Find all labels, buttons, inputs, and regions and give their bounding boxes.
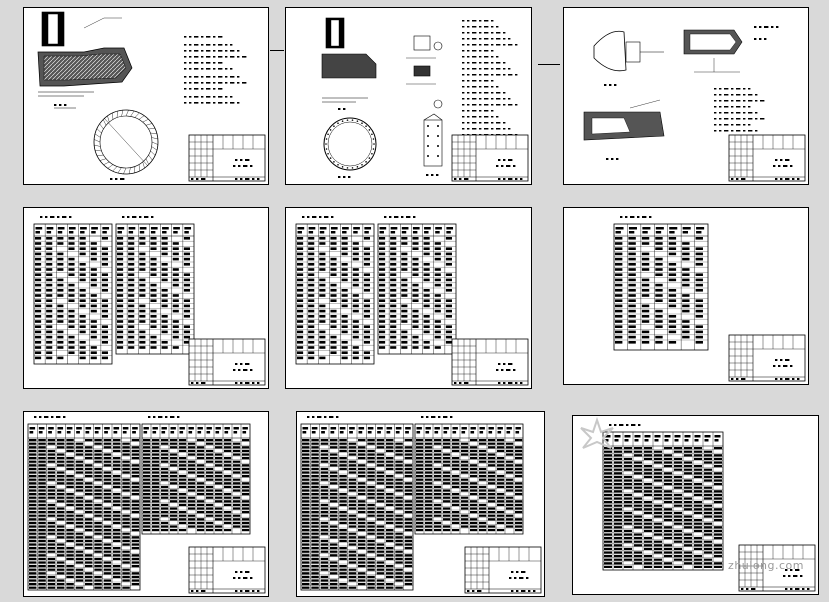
drawing-sheet-2[interactable] bbox=[285, 7, 532, 185]
drawing-sheet-1[interactable] bbox=[23, 7, 269, 185]
drawing-sheet-3[interactable] bbox=[563, 7, 809, 185]
watermark-text: zhulong.com bbox=[728, 559, 804, 572]
joint-detail bbox=[321, 17, 377, 110]
s9-table-1 bbox=[602, 424, 724, 571]
drawing-sheet-5[interactable] bbox=[285, 207, 532, 389]
bottom-connection bbox=[583, 99, 665, 160]
sheet-2-drawing bbox=[321, 17, 529, 182]
joint-section bbox=[683, 26, 779, 73]
s8-title-block bbox=[464, 546, 542, 594]
drawing-sheet-8[interactable] bbox=[296, 411, 545, 597]
drawing-sheet-4[interactable] bbox=[23, 207, 269, 389]
sheet-link-arrow-2 bbox=[538, 64, 560, 65]
sheet-3-drawing bbox=[583, 26, 806, 182]
s4-table-1 bbox=[33, 216, 113, 365]
s9-title-block bbox=[738, 544, 816, 592]
detail-callouts bbox=[406, 35, 443, 109]
s6-drawing bbox=[613, 216, 806, 382]
s8-table-1 bbox=[300, 416, 414, 591]
drawing-sheet-7[interactable] bbox=[23, 411, 269, 597]
notes-text bbox=[714, 88, 765, 132]
sheet-1-drawing bbox=[37, 11, 266, 182]
sheet-link-arrow-1 bbox=[270, 50, 284, 51]
plug-detail bbox=[593, 30, 664, 86]
pipe-ring-section bbox=[323, 117, 377, 178]
s5-title-block bbox=[451, 338, 529, 386]
s5-table-2 bbox=[377, 216, 457, 355]
s7-table-1 bbox=[27, 416, 141, 591]
s4-table-2 bbox=[115, 216, 195, 355]
s7-drawing bbox=[27, 416, 266, 594]
title-block-sheet-2 bbox=[451, 134, 529, 182]
notes-text bbox=[462, 20, 518, 136]
s8-table-2 bbox=[414, 416, 524, 535]
drawing-sheet-9[interactable]: zhulong.com bbox=[572, 415, 819, 595]
s7-table-2 bbox=[141, 416, 251, 535]
s4-title-block bbox=[188, 338, 266, 386]
s7-title-block bbox=[188, 546, 266, 594]
title-block-sheet-3 bbox=[728, 134, 806, 182]
s8-drawing bbox=[300, 416, 542, 594]
watermark-logo-icon bbox=[580, 416, 614, 449]
s6-title-block bbox=[728, 334, 806, 382]
pipe-ring-section bbox=[93, 109, 159, 180]
s5-drawing bbox=[295, 216, 529, 386]
s9-drawing bbox=[602, 424, 816, 592]
drawing-sheet-6[interactable] bbox=[563, 207, 809, 385]
s5-table-1 bbox=[295, 216, 375, 365]
title-block-sheet-1 bbox=[188, 134, 266, 182]
notes-text bbox=[184, 36, 247, 104]
s4-drawing bbox=[33, 216, 266, 386]
section-detail bbox=[37, 11, 133, 109]
s6-table-1 bbox=[613, 216, 709, 351]
small-section bbox=[423, 113, 443, 176]
